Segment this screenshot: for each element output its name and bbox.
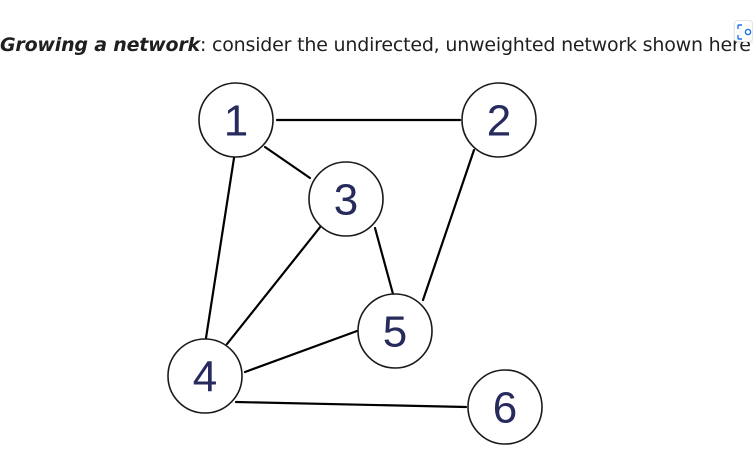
question-body: : consider the undirected, unweighted ne… (199, 34, 753, 56)
node-5: 5 (357, 293, 433, 369)
node-circle-4 (167, 338, 243, 414)
network-edges (204, 118, 476, 409)
node-label-1: 1 (224, 97, 248, 146)
node-circle-3 (308, 161, 384, 237)
image-capture-icon (737, 24, 752, 40)
node-label-2: 2 (487, 97, 511, 146)
node-6: 6 (467, 369, 543, 445)
node-1: 1 (198, 82, 274, 158)
edge-3-4 (225, 224, 323, 346)
network-nodes: 1 2 3 4 5 6 (167, 82, 543, 445)
node-3: 3 (308, 161, 384, 237)
node-circle-1 (198, 82, 274, 158)
node-2: 2 (461, 82, 537, 158)
node-circle-6 (467, 369, 543, 445)
question-text: Growing a network: consider the undirect… (0, 33, 753, 57)
edge-1-3 (263, 145, 312, 180)
node-circle-2 (461, 82, 537, 158)
node-label-4: 4 (193, 353, 217, 402)
node-label-5: 5 (383, 308, 407, 357)
edge-2-5 (421, 148, 476, 302)
node-label-3: 3 (334, 176, 358, 225)
edge-1-4 (204, 156, 236, 340)
node-4: 4 (167, 338, 243, 414)
edge-3-5 (373, 226, 395, 296)
edge-4-5 (243, 329, 359, 374)
node-circle-5 (357, 293, 433, 369)
node-label-6: 6 (493, 384, 517, 433)
edge-4-6 (234, 400, 468, 409)
question-lead: Growing a network (0, 34, 200, 56)
